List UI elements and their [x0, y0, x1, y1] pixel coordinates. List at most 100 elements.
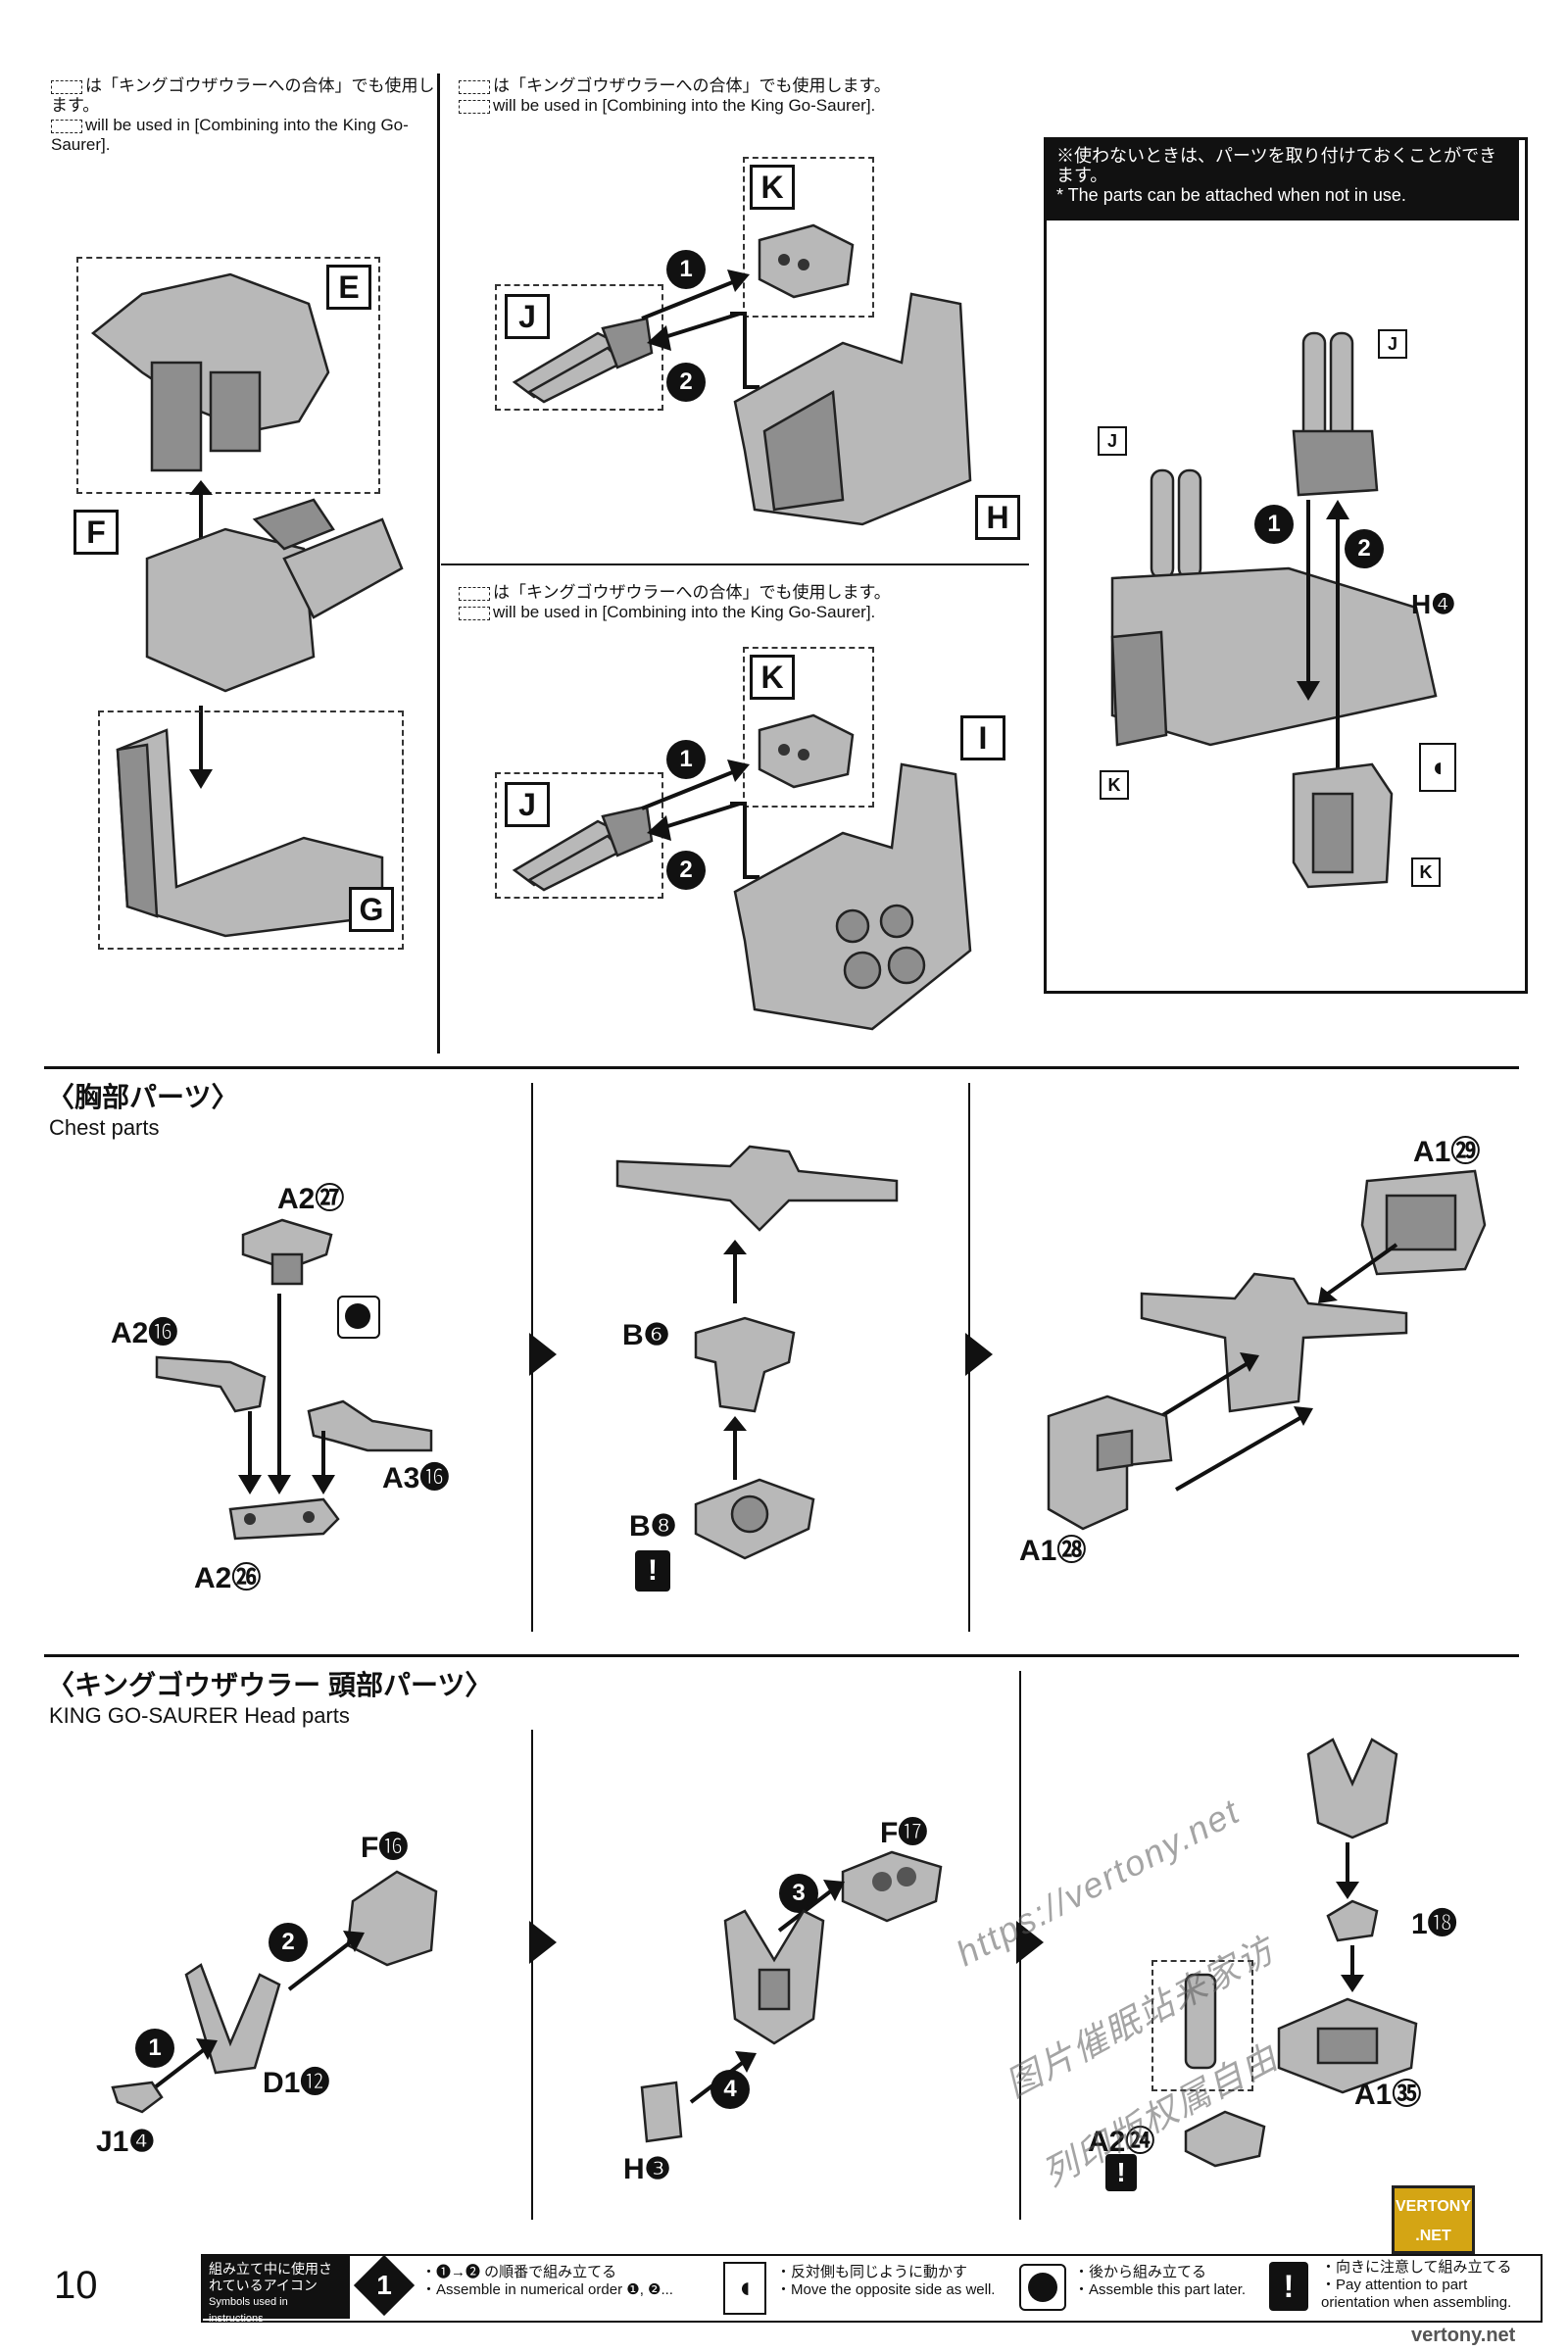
chest-section-title: 〈胸部パーツ〉	[47, 1082, 239, 1112]
page-number: 10	[54, 2264, 98, 2307]
step-arrow-chest-1	[529, 1333, 557, 1376]
vertony-badge: VERTONY .NET	[1392, 2185, 1475, 2254]
label-g: G	[349, 887, 394, 932]
part-head-small	[1326, 1899, 1379, 1942]
part-b8	[694, 1478, 815, 1560]
legend-icon-later	[1019, 2264, 1066, 2311]
label-b8: B❽	[629, 1510, 677, 1543]
part-a2-26	[228, 1497, 340, 1541]
label-b6: B❻	[622, 1319, 670, 1351]
arrows-j-k-b	[641, 760, 760, 879]
arrow-head-3	[777, 1880, 845, 1933]
step-1-marker-c: 1	[1254, 505, 1294, 544]
part-j-upright	[1292, 331, 1379, 497]
label-a2-24: A2㉔	[1088, 2126, 1155, 2158]
part-g-illustration	[116, 728, 384, 938]
label-a2-27: A2㉗	[277, 1183, 345, 1215]
arrow-up-chest-2b	[723, 1416, 747, 1480]
arrow-head-crest	[1336, 1842, 1359, 1899]
part-a1-28	[1047, 1395, 1173, 1531]
watermark-url: https://vertony.net	[949, 1789, 1248, 1975]
part-a1-35	[1277, 1997, 1418, 2094]
arrow-head-4	[689, 2051, 757, 2104]
part-inset	[1184, 1973, 1217, 2070]
legend-bar	[201, 2254, 1543, 2323]
note-top-mid: は「キングゴウザウラーへの合体」でも使用します。 will be used in…	[459, 76, 1007, 116]
step-2-marker-c: 2	[1345, 529, 1384, 568]
head-section-title: 〈キングゴウザウラー 頭部パーツ〉	[47, 1670, 493, 1700]
mirror-icon-storage: ◖	[1419, 743, 1456, 792]
step-1-marker-a: 1	[666, 250, 706, 289]
legend-icon-orientation: !	[1269, 2262, 1308, 2311]
label-a1-29: A1㉙	[1413, 1136, 1481, 1168]
arrow-up-chest-2	[723, 1240, 747, 1303]
later-icon-chest	[337, 1296, 380, 1339]
legend-item-3: ・後から組み立てる・Assemble this part later.	[1074, 2264, 1247, 2298]
legend-icon-numbered-text: 1	[376, 2270, 392, 2300]
step-1-marker-d: 1	[135, 2029, 174, 2068]
part-a2-16	[155, 1355, 267, 1413]
label-a1-28: A1㉘	[1019, 1535, 1087, 1567]
label-j-right-1: J	[1378, 329, 1407, 359]
legend-icon-mirror: ◖	[723, 2262, 766, 2315]
part-i-illustration	[733, 762, 972, 1031]
part-b6	[694, 1316, 796, 1413]
legend-item-2: ・反対側も同じように動かす・Move the opposite side as …	[776, 2264, 996, 2298]
label-f17: F⓱	[880, 1817, 928, 1849]
part-k-region-2	[743, 647, 874, 808]
part-chest-assembled	[1140, 1272, 1408, 1413]
part-j1-4	[111, 2081, 164, 2114]
part-e-region	[76, 257, 380, 494]
label-h: H	[975, 495, 1020, 540]
part-h-illustration	[733, 292, 972, 526]
step-1-marker-b: 1	[666, 740, 706, 779]
arrow-up-e	[189, 480, 213, 544]
head-section-subtitle: KING GO-SAURER Head parts	[49, 1703, 350, 1728]
label-t1-18: 1⓲	[1411, 1908, 1457, 1940]
step-2-marker-d: 2	[269, 1923, 308, 1962]
arrows-chest-1	[238, 1294, 335, 1494]
label-j-right-2: J	[1098, 426, 1127, 456]
chest-section-subtitle: Chest parts	[49, 1115, 160, 1140]
label-f16: F⓰	[361, 1832, 409, 1864]
footer-watermark: vertony.net	[1411, 2325, 1516, 2346]
step-4-marker: 4	[710, 2070, 750, 2109]
arrows-storage	[1297, 500, 1349, 774]
label-a2-26: A2㉖	[194, 1562, 262, 1594]
divider-top-left	[437, 74, 440, 1054]
part-j-illustration-2	[512, 805, 654, 892]
step-arrow-chest-2	[965, 1333, 993, 1376]
step-2-marker-b: 2	[666, 851, 706, 890]
part-a-rail	[615, 1145, 899, 1232]
storage-note-header: ※使わないときは、パーツを取り付けておくことができます。 * The parts…	[1047, 140, 1519, 220]
part-head-assembled	[723, 1909, 825, 2045]
arrow-head-2	[287, 1931, 365, 1991]
label-h4: H❹	[1411, 589, 1456, 619]
part-e-illustration	[90, 272, 330, 472]
label-d1-12: D1⓬	[263, 2067, 330, 2099]
part-inset-region	[1152, 1960, 1253, 2091]
part-f17	[841, 1850, 943, 1923]
label-k-right-1: K	[1100, 770, 1129, 800]
arrows-a1-28	[1159, 1352, 1313, 1492]
label-j-2: J	[505, 782, 550, 827]
label-h3: H❸	[623, 2153, 671, 2185]
divider-top-mid	[441, 564, 1029, 565]
label-f: F	[74, 510, 119, 555]
part-head-crest	[1306, 1738, 1398, 1839]
label-k-1: K	[750, 165, 795, 210]
part-k-illustration-2	[758, 713, 855, 789]
label-j-1: J	[505, 294, 550, 339]
part-h-storage	[1110, 468, 1438, 747]
orientation-icon-chest: !	[635, 1550, 670, 1592]
label-a1-35: A1㉟	[1354, 2079, 1422, 2111]
step-arrow-head-1	[529, 1921, 557, 1964]
divider-section-head	[44, 1654, 1519, 1657]
part-a3-16	[307, 1399, 433, 1452]
label-k-right-2: K	[1411, 858, 1441, 887]
step-2-marker-a: 2	[666, 363, 706, 402]
part-g-region	[98, 710, 404, 950]
label-k-2: K	[750, 655, 795, 700]
label-a2-16: A2⓰	[111, 1317, 178, 1349]
part-a2-27	[241, 1218, 333, 1286]
